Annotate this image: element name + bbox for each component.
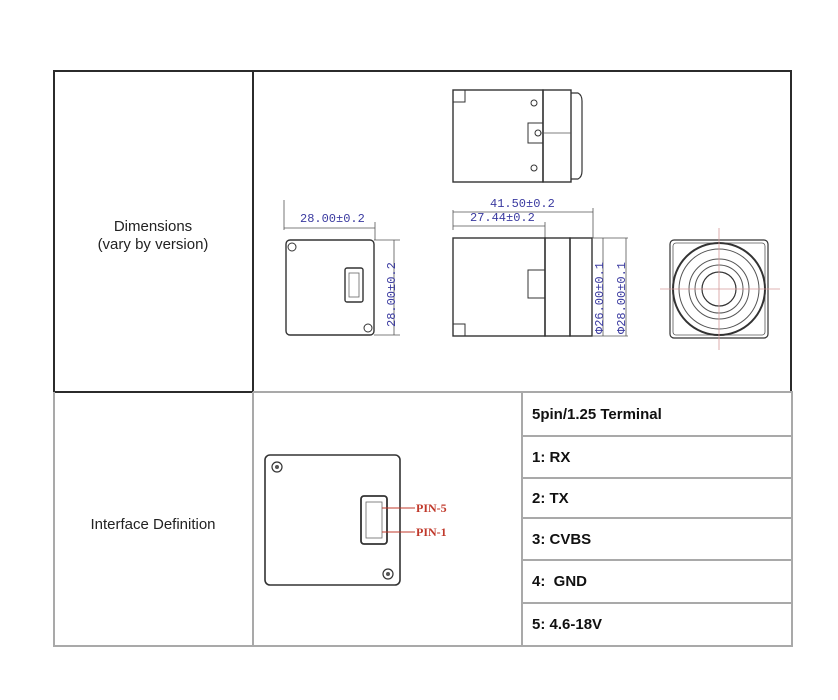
pin-3: 3: CVBS bbox=[532, 530, 592, 548]
lens-front-view-drawing bbox=[660, 228, 780, 350]
side-view-drawing bbox=[452, 208, 628, 337]
table-border-left-bottom bbox=[53, 392, 55, 646]
pin-divider bbox=[522, 602, 792, 604]
pin-5-label: PIN-5 bbox=[416, 501, 447, 515]
side-body-length-dimension: 27.44±0.2 bbox=[470, 211, 535, 225]
dimensions-label-note: (vary by version) bbox=[97, 236, 209, 253]
table-border-top bbox=[53, 70, 791, 72]
table-border-bottom bbox=[53, 645, 793, 647]
pin-divider bbox=[522, 559, 792, 561]
table-border-right-bottom bbox=[791, 392, 793, 646]
top-view-drawing bbox=[452, 89, 583, 183]
table-divider-col2 bbox=[521, 392, 523, 646]
interface-connector-drawing bbox=[264, 454, 415, 586]
pin-divider bbox=[522, 435, 792, 437]
side-total-length-dimension: 41.50±0.2 bbox=[490, 197, 555, 211]
pin-1: 1: RX bbox=[532, 448, 571, 466]
pin-5: 5: 4.6-18V bbox=[532, 616, 603, 633]
interface-definition-label: Interface Definition bbox=[90, 516, 216, 533]
table-border-left-top bbox=[53, 70, 55, 392]
pin-2: 2: TX bbox=[532, 489, 569, 507]
table-divider-col1-top bbox=[252, 70, 254, 392]
dimensions-label-title: Dimensions bbox=[113, 218, 193, 235]
front-view-drawing bbox=[283, 200, 400, 336]
pin-header: 5pin/1.25 Terminal bbox=[532, 405, 662, 423]
table-row-divider-right bbox=[253, 391, 793, 393]
dimensions-label: Dimensions (vary by version) bbox=[54, 218, 252, 254]
table-row-divider bbox=[53, 391, 253, 393]
pin-4: 4: GND bbox=[532, 573, 588, 590]
table-divider-col1-bottom bbox=[252, 392, 254, 646]
lens-outer-diameter-dimension: Φ28.00±0.1 bbox=[615, 261, 629, 334]
front-width-dimension: 28.00±0.2 bbox=[300, 212, 365, 226]
pin-divider bbox=[522, 477, 792, 479]
pin-1-label: PIN-1 bbox=[416, 525, 447, 539]
lens-inner-diameter-dimension: Φ26.00±0.1 bbox=[593, 261, 607, 334]
front-height-dimension: 28.00±0.2 bbox=[385, 262, 399, 327]
table-border-right-top bbox=[790, 70, 792, 392]
pin-divider bbox=[522, 517, 792, 519]
